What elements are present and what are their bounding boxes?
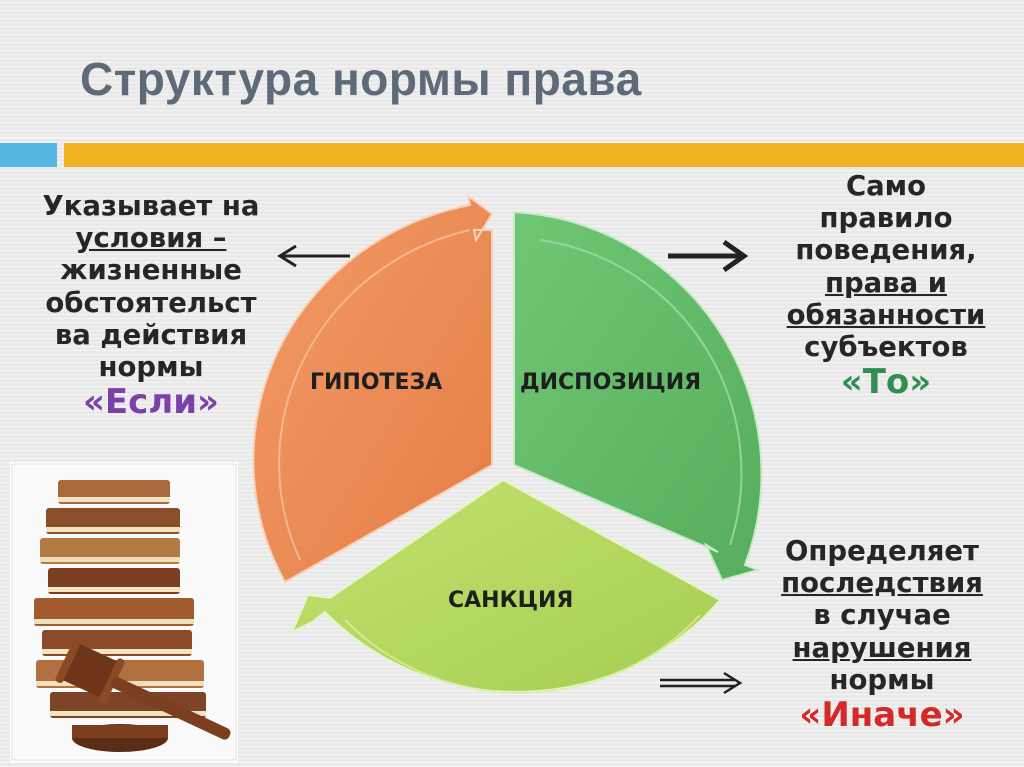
disposition-description: Само правило поведения, права и обязанно… (748, 170, 1024, 402)
disposition-desc-line: поведения, (795, 234, 977, 267)
hypothesis-desc-line: жизненные (60, 254, 242, 287)
sanction-desc-line: в случае (813, 599, 951, 632)
hypothesis-desc-line: ва действия (54, 318, 248, 351)
hypothesis-segment (252, 193, 494, 584)
hypothesis-keyword: «Если» (82, 382, 220, 423)
sanction-keyword: «Иначе» (799, 694, 965, 735)
disposition-label: ДИСПОЗИЦИЯ (520, 370, 702, 395)
hypothesis-desc-line: нормы (98, 350, 204, 383)
arrow-to-left-text (277, 244, 350, 268)
disposition-keyword: «То» (840, 362, 932, 403)
disposition-desc-line: правило (819, 202, 953, 235)
title-divider (0, 137, 1024, 139)
hypothesis-desc-line: Указывает на (42, 190, 260, 222)
sanction-desc-line: нормы (829, 663, 935, 696)
arrow-to-bottom-text (660, 671, 743, 695)
disposition-segment (513, 210, 763, 582)
hypothesis-description: Указывает на условия – жизненные обстоят… (6, 190, 296, 422)
accent-bar-blue (0, 143, 57, 167)
hypothesis-desc-line: обстоятельст (45, 286, 257, 319)
arrow-to-right-text (668, 239, 749, 273)
disposition-desc-line: права и (824, 266, 948, 299)
disposition-desc-line: Само (845, 170, 927, 202)
books-and-gavel-icon (10, 462, 238, 762)
disposition-desc-line: обязанности (786, 298, 986, 331)
sanction-description: Определяет последствия в случае нарушени… (748, 535, 1016, 735)
disposition-desc-line: субъектов (804, 330, 968, 363)
sanction-segment (289, 478, 722, 694)
accent-bar-orange (64, 143, 1024, 167)
page-title: Структура нормы права (80, 53, 642, 105)
hypothesis-desc-line: условия – (75, 222, 227, 255)
hypothesis-label: ГИПОТЕЗА (310, 370, 443, 395)
sanction-desc-line: последствия (781, 567, 983, 600)
sanction-label: САНКЦИЯ (448, 588, 574, 613)
sanction-desc-line: Определяет (785, 535, 979, 567)
sanction-desc-line: нарушения (792, 631, 972, 664)
